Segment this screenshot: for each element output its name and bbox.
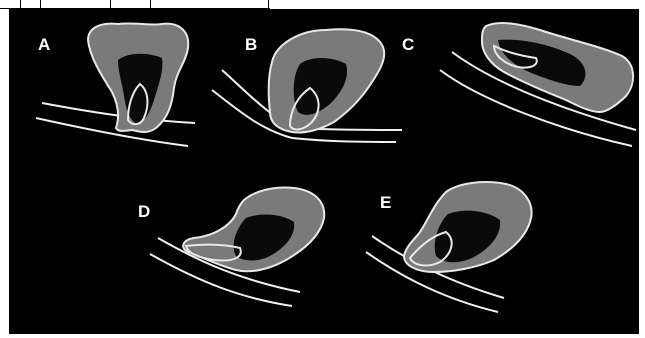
panel-label-e: E <box>380 193 391 212</box>
panel-c: C <box>402 23 636 146</box>
panel-label-b: B <box>245 35 257 54</box>
panel-d: D <box>138 188 324 307</box>
panel-e: E <box>366 182 532 312</box>
panel-label-d: D <box>138 202 150 221</box>
panel-label-c: C <box>402 35 414 54</box>
panel-label-a: A <box>38 35 50 54</box>
panel-a-lower-line <box>36 118 188 146</box>
panel-a: A <box>36 23 195 146</box>
panel-b: B <box>212 29 402 142</box>
